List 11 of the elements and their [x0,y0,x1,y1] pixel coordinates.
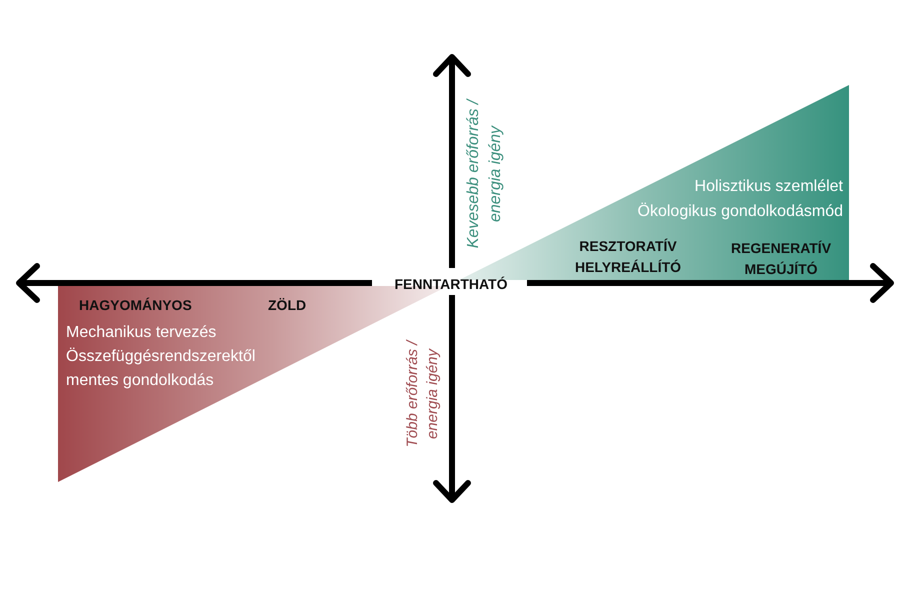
category-label: RESZTORATÍV HELYREÁLLÍTÓ [574,237,682,277]
category-label: ZÖLD [268,296,306,315]
category-label: HAGYOMÁNYOS [79,296,192,315]
description-text: Összefüggésrendszerektől mentes gondolkodás [66,346,256,391]
axis-label: Több erőforrás / energia igény [403,338,442,450]
category-label: FENNTARTHATÓ [394,276,508,292]
axis-label: Kevesebb erőforrás / energia igény [464,98,505,250]
category-label: REGENERATÍV MEGÚJÍTÓ [730,239,832,279]
description-text: Holisztikus szemlélet [694,177,843,197]
description-text: Mechanikus tervezés [66,323,216,343]
description-text: Ökologikus gondolkodásmód [638,202,843,222]
